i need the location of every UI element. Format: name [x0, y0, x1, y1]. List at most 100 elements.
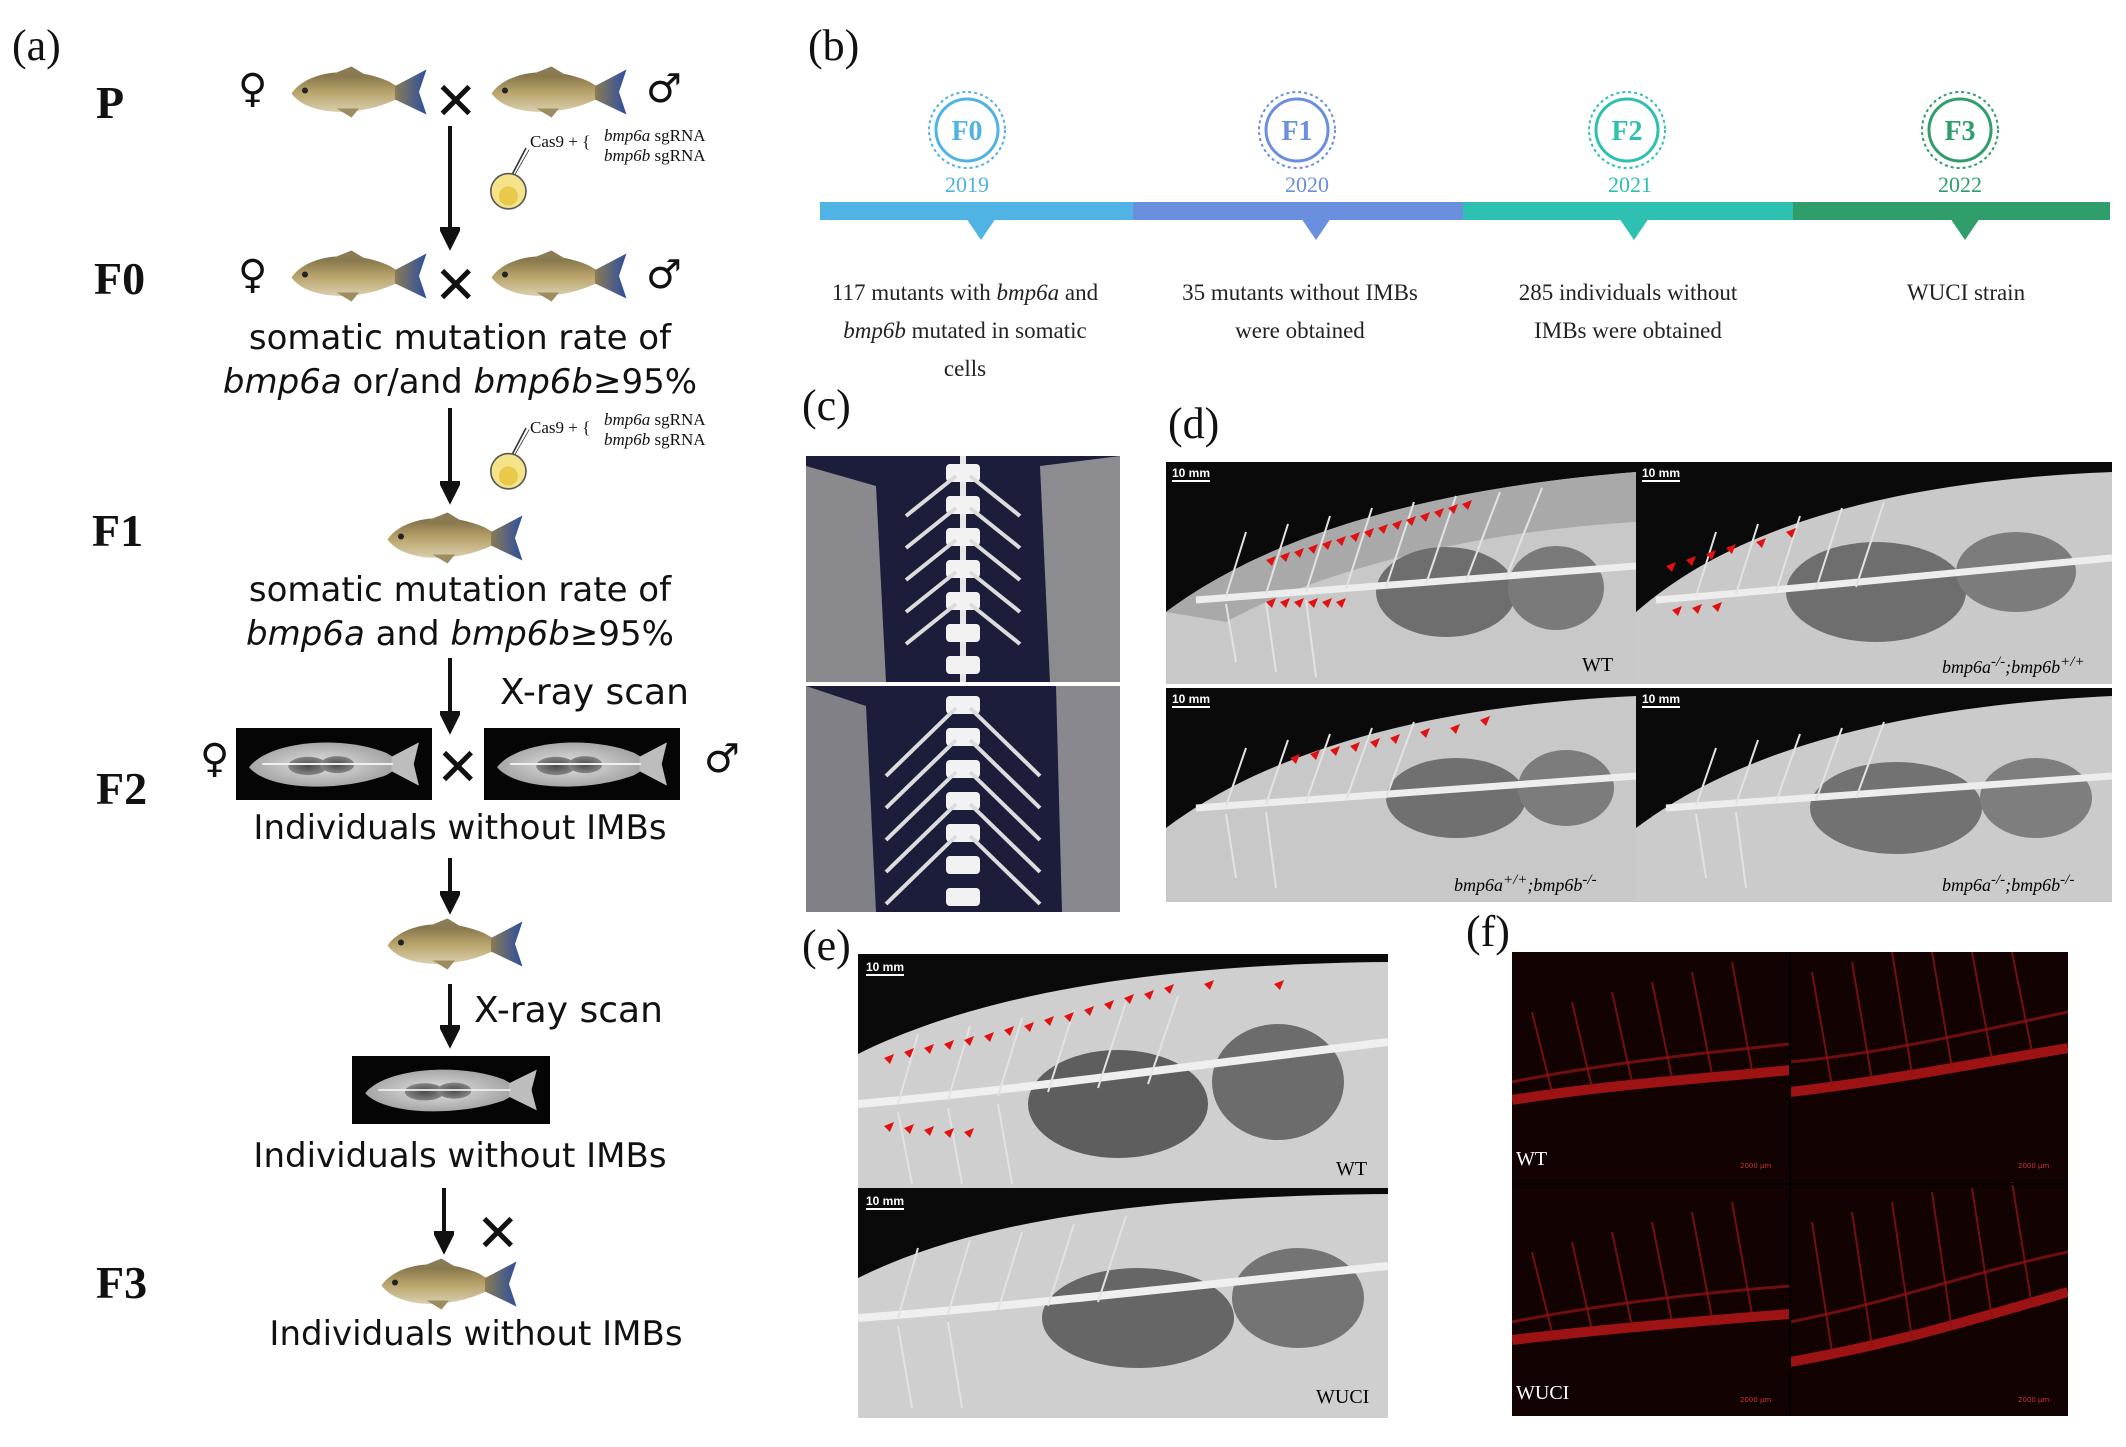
ct-scan-image-bottom: [806, 686, 1120, 912]
injection-label-2: Cas9 + {: [530, 418, 591, 437]
scale-bar-f-2: 2000 μm: [2018, 1162, 2050, 1170]
xray-scan-label-1: X-ray scan: [500, 672, 689, 713]
f1-gene-a: bmp6a: [246, 614, 365, 654]
male-symbol-f0: ♂: [646, 252, 682, 298]
panel-label-d: (d): [1168, 399, 1220, 448]
cross-symbol-f3: ✕: [476, 1204, 520, 1264]
scale-bar-d-ab: 10 mm: [1642, 692, 1681, 708]
sgrna-a-text-2: sgRNA: [654, 410, 706, 429]
label-d-wt: WT: [1582, 654, 1614, 676]
desc-f2-line2: IMBs were obtained: [1534, 318, 1722, 343]
cas9-text-2: Cas9 +: [530, 418, 578, 437]
f0-gene-b: bmp6b: [473, 362, 594, 402]
gene-b-3: bmp6b: [2011, 875, 2061, 895]
generation-f1: F1: [92, 505, 144, 556]
f0-note-tail: ≥95%: [593, 362, 698, 402]
panel-label-b: (b): [808, 21, 860, 70]
fish-female-p: [284, 62, 434, 122]
scale-bar-e-wuci: 10 mm: [866, 1194, 905, 1210]
xray-d-double-ko: 10 mm bmp6a-/-;bmp6b-/-: [1636, 688, 2112, 902]
f1-gene-b: bmp6b: [450, 614, 570, 654]
gene-a-sup: -/-: [1991, 654, 2006, 670]
arrow-f0-f1: [440, 408, 460, 505]
f0-note-line1: somatic mutation rate of: [248, 318, 672, 358]
panel-label-e: (e): [802, 921, 851, 970]
gene-b-sup: +/+: [2060, 654, 2085, 670]
desc-f3-line1: WUCI strain: [1906, 280, 2026, 305]
male-symbol-f2: ♂: [704, 736, 740, 782]
scale-bar-e-text: 10 mm: [866, 960, 905, 974]
milestone-desc-f2: 285 individuals without IMBs were obtain…: [1478, 274, 1778, 350]
milestone-year-f2: 2021: [1608, 172, 1652, 197]
xray-e-wuci: 10 mm WUCI: [858, 1188, 1388, 1418]
scale-bar-e-wt: 10 mm: [866, 960, 905, 976]
fish-male-f0: [484, 246, 634, 306]
milestone-year-f1: 2020: [1285, 172, 1329, 197]
milestone-gen-f1: F1: [1281, 116, 1312, 147]
timeline-segment-f1: [1133, 202, 1463, 220]
scale-bar-text-2: 10 mm: [1642, 466, 1681, 480]
desc-f0-gene-a: bmp6a: [996, 280, 1060, 305]
ct-scan-image-top: [806, 456, 1120, 682]
panel-label-f: (f): [1466, 907, 1510, 956]
desc-f0-and: and: [1059, 280, 1099, 305]
f0-mutation-note: somatic mutation rate of bmp6a or/and bm…: [210, 316, 710, 404]
milestone-desc-f0: 117 mutants with bmp6a and bmp6b mutated…: [815, 274, 1115, 388]
gene-b-sup-3: -/-: [2060, 872, 2075, 888]
label-f-wt: WT: [1516, 1148, 1548, 1170]
milestone-year-f3: 2022: [1938, 172, 1982, 197]
f0-gene-a: bmp6a: [222, 362, 342, 402]
cas9-text: Cas9 +: [530, 132, 578, 151]
arrow-xray-2: [440, 984, 460, 1049]
xray-single-f2: [352, 1056, 550, 1124]
xray-d-bmp6a-ko: 10 mm bmp6a-/-;bmp6b+/+: [1636, 462, 2112, 684]
f3-no-imb-label: Individuals without IMBs: [269, 1314, 683, 1354]
desc-f1-line1: 35 mutants without IMBs: [1182, 280, 1418, 305]
desc-f0-post: mutated in somatic: [905, 318, 1087, 343]
generation-f3: F3: [96, 1257, 148, 1308]
scale-bar-e-text-2: 10 mm: [866, 1194, 905, 1208]
timeline-segment-f2: [1463, 202, 1793, 220]
scale-bar-d-wt: 10 mm: [1172, 466, 1211, 482]
cross-symbol: ✕: [434, 72, 478, 132]
milestone-ring-f3: [1921, 91, 1999, 169]
desc-f1-line2: were obtained: [1235, 318, 1365, 343]
label-d-double-ko: bmp6a-/-;bmp6b-/-: [1942, 872, 2075, 895]
milestone-circle-f0: [934, 97, 1000, 163]
panel-label-a: (a): [12, 21, 61, 70]
generation-f0: F0: [94, 253, 146, 304]
female-symbol: ♀: [238, 66, 268, 112]
label-f-wuci: WUCI: [1516, 1382, 1570, 1404]
xray-male-f2: [484, 728, 680, 800]
sgrna-b-gene-2: bmp6b: [604, 430, 651, 449]
milestone-desc-f1: 35 mutants without IMBs were obtained: [1150, 274, 1450, 350]
timeline-segment-f0: [820, 202, 1133, 220]
desc-f0-last: cells: [943, 356, 987, 381]
sgrna-b-text: sgRNA: [654, 146, 706, 165]
sgrna-a-gene-2: bmp6a: [604, 410, 651, 429]
female-symbol-f0: ♀: [238, 252, 268, 298]
scale-bar-f-1: 2000 μm: [1740, 1162, 1772, 1170]
xray-scan-label-2: X-ray scan: [474, 990, 663, 1031]
fish-male-p: [484, 62, 634, 122]
milestone-circle-f1: [1264, 97, 1330, 163]
fluorescence-f: WT WUCI 2000 μm 2000 μm 2000 μm 2000 μm: [1512, 952, 2068, 1416]
sgrna-a-gene: bmp6a: [604, 126, 651, 145]
cross-symbol-f0: ✕: [434, 256, 478, 316]
cross-symbol-f2: ✕: [436, 738, 480, 798]
milestone-gen-f3: F3: [1944, 116, 1975, 147]
fish-f2-selected: [380, 914, 530, 974]
sgrna-list: bmp6a sgRNA bmp6b sgRNA: [604, 126, 706, 166]
xray-e-wt: 10 mm WT: [858, 954, 1388, 1188]
milestone-desc-f3: WUCI strain: [1816, 274, 2116, 312]
male-symbol: ♂: [646, 66, 682, 112]
gene-a: bmp6a: [1942, 657, 1991, 677]
sgrna-a-text: sgRNA: [654, 126, 706, 145]
milestone-gen-f0: F0: [951, 116, 982, 147]
f1-note-line1: somatic mutation rate of: [248, 570, 672, 610]
scale-bar-text-3: 10 mm: [1172, 692, 1211, 706]
panel-label-c: (c): [802, 381, 851, 430]
scale-bar-d-b: 10 mm: [1172, 692, 1211, 708]
gene-a-sup-3: -/-: [1991, 872, 2006, 888]
scale-bar-f-3: 2000 μm: [1740, 1396, 1772, 1404]
